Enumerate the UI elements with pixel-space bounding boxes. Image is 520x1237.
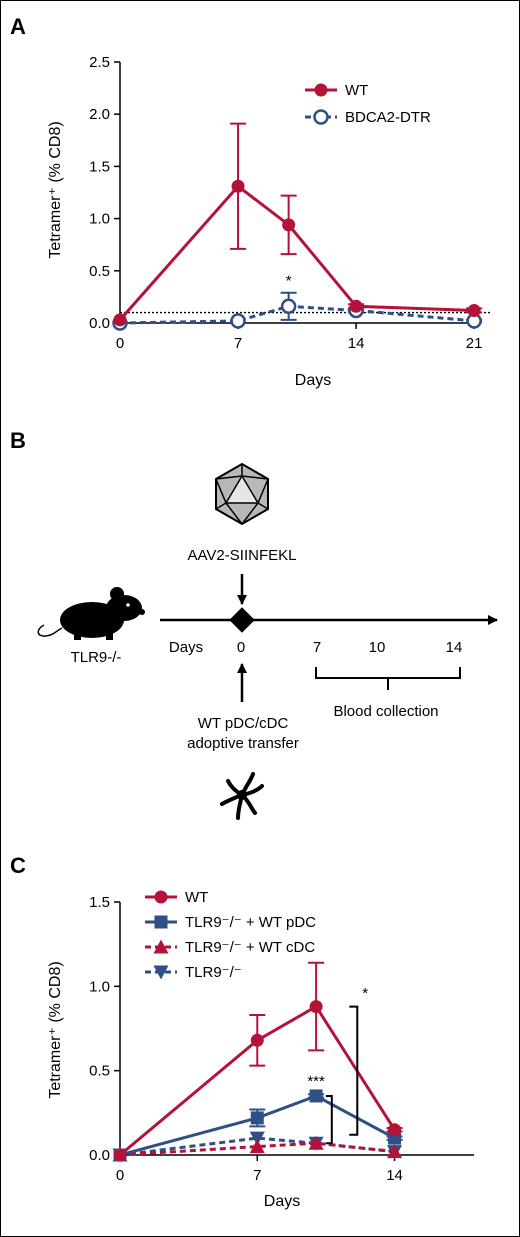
series-line <box>119 1141 395 1157</box>
data-point <box>250 1033 264 1047</box>
significance-label: * <box>286 272 292 289</box>
y-tick-label: 1.5 <box>89 894 110 911</box>
data-point <box>113 313 127 327</box>
series-line <box>119 1094 396 1157</box>
data-point <box>387 1144 403 1159</box>
blood-collection-bracket <box>315 667 461 679</box>
legend-marker <box>154 915 168 929</box>
y-tick-label: 0.0 <box>89 1147 110 1164</box>
x-tick-label: 21 <box>466 335 483 352</box>
y-tick-label: 2.5 <box>89 54 110 71</box>
legend-label: BDCA2-DTR <box>345 109 431 126</box>
series-0 <box>113 122 483 327</box>
data-point <box>113 1148 127 1162</box>
panel-label-a: A <box>10 14 26 39</box>
y-tick-label: 0.5 <box>89 1063 110 1080</box>
significance-label: *** <box>307 1073 325 1090</box>
significance-bracket-pdc <box>325 1094 333 1145</box>
chart-a: Tetramer⁺ (% CD8) Days 0.0 0.5 1.0 1.5 2.0 2.… <box>47 54 491 389</box>
x-tick-label: 14 <box>348 335 365 352</box>
significance-bracket-wt <box>349 1005 359 1136</box>
x-tick-label: 0 <box>116 1167 124 1184</box>
y-tick-label: 1.5 <box>89 158 110 175</box>
data-point <box>249 1139 265 1154</box>
data-point <box>282 218 296 232</box>
blood-collection-label: Blood collection <box>333 703 438 720</box>
data-point <box>349 299 363 313</box>
data-point <box>388 1123 402 1137</box>
series-1 <box>112 291 483 331</box>
legend-label: TLR9⁻/⁻ + WT pDC <box>185 914 316 931</box>
transfer-label-line2: adoptive transfer <box>187 735 299 752</box>
series-line <box>119 1004 396 1157</box>
chart-c-ylabel: Tetramer⁺ (% CD8) <box>47 961 64 1098</box>
timeline-days-label: Days <box>169 639 203 656</box>
axes: 0.0 0.5 1.0 1.5 2.0 2.5 0 7 14 21 <box>89 54 491 352</box>
timeline-tick-14: 14 <box>446 639 463 656</box>
legend-marker <box>314 83 328 97</box>
legend: WT BDCA2-DTR <box>305 82 431 126</box>
y-tick-label: 0.0 <box>89 315 110 332</box>
significance-label: * <box>362 985 368 1002</box>
y-tick-label: 1.0 <box>89 211 110 228</box>
data-point <box>250 1111 264 1125</box>
chart-c: Tetramer⁺ (% CD8) Days 0.0 0.5 1.0 1.5 0 7 14 *… <box>47 889 474 1210</box>
mouse-label: TLR9-/- <box>71 649 122 666</box>
data-point <box>308 1135 324 1150</box>
legend-marker <box>153 965 169 980</box>
transfer-label-line1: WT pDC/cDC <box>198 715 289 732</box>
data-point <box>230 313 246 329</box>
x-tick-label: 0 <box>116 335 124 352</box>
series-0 <box>113 961 403 1162</box>
dendritic-cell-icon <box>220 772 264 820</box>
timeline-tick-10: 10 <box>369 639 386 656</box>
legend-label: WT <box>185 889 208 906</box>
legend-marker <box>153 939 169 954</box>
data-point <box>467 303 481 317</box>
data-point <box>231 179 245 193</box>
legend-label: TLR9⁻/⁻ + WT cDC <box>185 939 315 956</box>
timeline-diagram: AAV2-SIINFEKL TLR9-/- Days 0 7 10 14 Blo… <box>37 462 498 820</box>
legend-label: TLR9⁻/⁻ <box>185 964 242 981</box>
x-tick-label: 7 <box>234 335 242 352</box>
legend-marker <box>154 890 168 904</box>
day-zero-diamond <box>229 607 255 633</box>
legend-marker <box>313 109 329 125</box>
x-tick-label: 7 <box>253 1167 261 1184</box>
x-tick-label: 14 <box>386 1167 403 1184</box>
axes: 0.0 0.5 1.0 1.5 0 7 14 <box>89 894 474 1184</box>
panel-label-b: B <box>10 428 26 453</box>
chart-a-ylabel: Tetramer⁺ (% CD8) <box>47 121 64 258</box>
virus-icon <box>215 462 269 526</box>
mouse-icon <box>37 587 145 640</box>
y-tick-label: 2.0 <box>89 106 110 123</box>
legend: WT TLR9⁻/⁻ + WT pDC TLR9⁻/⁻ + WT cDC TLR9⁻/… <box>145 889 316 981</box>
data-point <box>280 298 297 315</box>
series-line <box>118 184 475 321</box>
panel-label-c: C <box>10 853 26 878</box>
data-point <box>309 1089 323 1103</box>
legend-label: WT <box>345 82 368 99</box>
data-point <box>309 1000 323 1014</box>
timeline-tick-7: 7 <box>313 639 321 656</box>
virus-label: AAV2-SIINFEKL <box>188 547 297 564</box>
chart-c-xlabel: Days <box>264 1193 300 1210</box>
data-point <box>249 1131 265 1146</box>
y-tick-label: 0.5 <box>89 263 110 280</box>
chart-a-xlabel: Days <box>295 372 331 389</box>
y-tick-label: 1.0 <box>89 978 110 995</box>
timeline-tick-0: 0 <box>237 639 245 656</box>
